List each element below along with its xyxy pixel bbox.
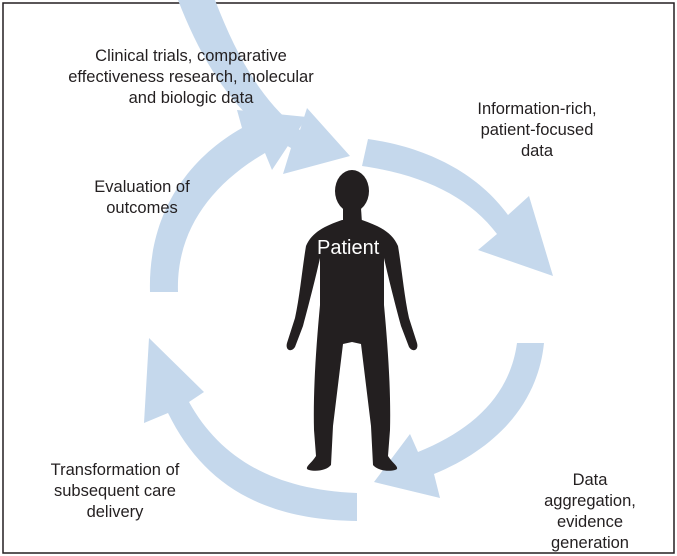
label-line: evidence (556, 513, 624, 531)
cycle-arrow-aggregation (374, 343, 544, 498)
label-line: patient-focused (480, 121, 594, 139)
label-line: outcomes (106, 199, 178, 217)
label-line: generation (551, 534, 629, 552)
input-arrow (178, 0, 350, 174)
label-line: Information-rich, (477, 100, 597, 118)
label-line: and biologic data (128, 89, 254, 107)
transformation-of-care-label: Transformation of subsequent care delive… (10, 460, 220, 523)
label-line: Data (572, 471, 608, 489)
input-sources-label: Clinical trials, comparative effectivene… (46, 46, 336, 109)
label-line: Transformation of (50, 461, 180, 479)
cycle-arrow-info (362, 139, 553, 276)
label-line: effectiveness research, molecular (68, 68, 314, 86)
patient-label: Patient (317, 237, 380, 259)
evaluation-of-outcomes-label: Evaluation of outcomes (57, 177, 227, 219)
data-aggregation-label: Data aggregation, evidence generation (530, 470, 650, 554)
label-line: Clinical trials, comparative (95, 47, 287, 65)
label-line: Evaluation of (94, 178, 190, 196)
label-line: delivery (86, 503, 144, 521)
patient-figure (286, 170, 418, 471)
information-rich-data-label: Information-rich, patient-focused data (437, 99, 637, 162)
label-line: data (520, 142, 554, 160)
label-line: subsequent care (53, 482, 176, 500)
cycle-arrow-evaluation (149, 110, 307, 292)
cycle-arrow-transformation (144, 338, 357, 521)
label-line: aggregation, (544, 492, 636, 510)
